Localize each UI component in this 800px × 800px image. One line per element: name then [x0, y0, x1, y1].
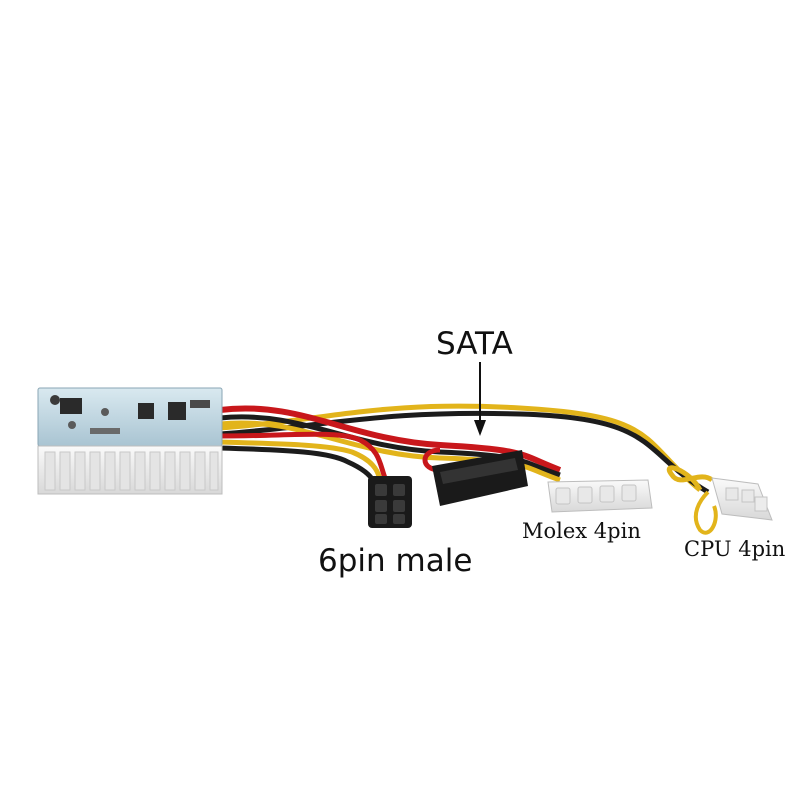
- sata-label: SATA: [436, 326, 513, 362]
- molex-connector: [547, 479, 653, 513]
- six-pin-label: 6pin male: [318, 543, 473, 579]
- wire-bundle-6pin: [219, 431, 388, 484]
- pcb-module: [37, 387, 223, 495]
- molex-label: Molex 4pin: [522, 519, 641, 543]
- sata-connector: [432, 450, 528, 506]
- cpu-connector: [711, 477, 773, 521]
- cpu-label: CPU 4pin: [684, 537, 786, 561]
- wire-bundle-sata: [219, 405, 562, 483]
- sata-arrow: [474, 362, 486, 436]
- six-pin-connector: [368, 476, 412, 528]
